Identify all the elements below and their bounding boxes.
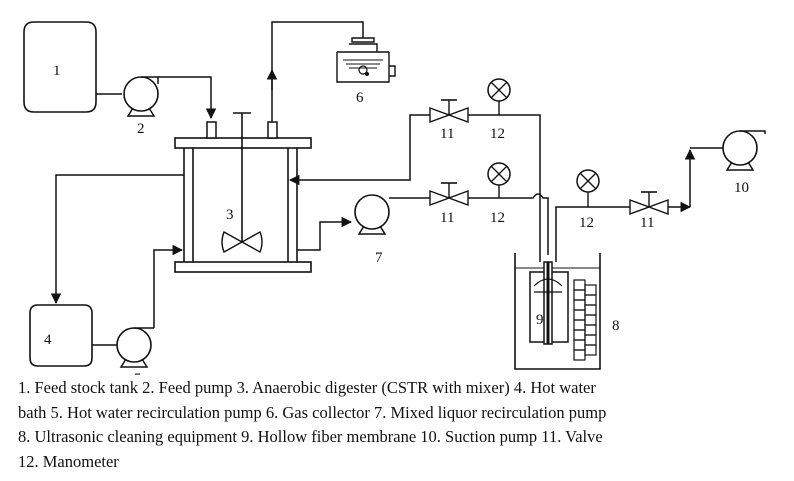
caption-line: 12. Manometer	[18, 451, 119, 471]
gas-collector: 6	[336, 37, 396, 106]
manometer-suction-label: 12	[579, 215, 594, 231]
manometer-middle-label: 12	[490, 210, 505, 226]
pipe-gas-to-collector	[271, 21, 364, 122]
gas-outlet-port	[267, 121, 278, 139]
digester-label: 3	[226, 207, 234, 223]
feed-pump-label: 2	[137, 121, 145, 137]
anaerobic-digester: 3	[174, 112, 312, 273]
valve-middle-label: 11	[440, 210, 454, 226]
caption-line: bath 5. Hot water recirculation pump 6. …	[18, 402, 607, 422]
feed-tank-label: 1	[53, 63, 61, 79]
ultrasonic-label: 8	[612, 318, 620, 334]
pipe-digester-to-pump7	[297, 216, 353, 251]
valve-upper-label: 11	[440, 126, 454, 142]
pipe-return-to-digester	[468, 114, 541, 262]
caption-line: 8. Ultrasonic cleaning equipment 9. Holl…	[18, 427, 603, 446]
feed-pump: 2	[123, 76, 159, 137]
suction-pump: 10	[722, 130, 766, 196]
feed-inlet-port	[206, 121, 217, 139]
hollow-fiber-membrane: 9	[529, 261, 569, 345]
hot-water-pump-label: 5	[134, 371, 142, 375]
suction-pump-label: 10	[734, 180, 749, 196]
manometer-upper: 12	[487, 78, 511, 142]
membrane-label: 9	[536, 312, 544, 328]
hot-water-bath-label: 4	[44, 332, 52, 348]
pipe-pump-to-jacket	[153, 244, 184, 328]
feed-stock-tank: 1	[23, 21, 97, 113]
manometer-upper-label: 12	[490, 126, 505, 142]
manometer-middle: 12	[487, 162, 511, 226]
ultrasonic-transducers	[573, 279, 597, 361]
valve-middle: 11	[429, 182, 469, 226]
mixer	[221, 112, 263, 253]
process-diagram: 1 2 3	[23, 21, 766, 375]
mixed-liquor-recirculation-pump: 7	[354, 194, 390, 266]
pipe-feed-to-digester	[158, 76, 217, 120]
valve-suction: 11	[629, 191, 669, 231]
pipe-jacket-to-bath	[50, 174, 184, 305]
caption-line: 1. Feed stock tank 2. Feed pump 3. Anaer…	[18, 378, 596, 397]
valve-upper: 11	[429, 99, 469, 142]
pipe-membrane-to-suction	[555, 206, 630, 262]
pipe-return-to-digester-b	[288, 114, 430, 186]
figure-caption: 1. Feed stock tank 2. Feed pump 3. Anaer…	[18, 376, 788, 474]
hot-water-bath: 4	[29, 304, 93, 367]
gas-collector-label: 6	[356, 90, 364, 106]
manometer-suction: 12	[576, 169, 600, 231]
hot-water-recirculation-pump: 5	[116, 327, 154, 375]
valve-suction-label: 11	[640, 215, 654, 231]
pipe-after-valve-b	[468, 193, 549, 255]
mixed-liquor-pump-label: 7	[375, 250, 383, 266]
ultrasonic-cleaning-equipment: 8	[514, 253, 620, 370]
